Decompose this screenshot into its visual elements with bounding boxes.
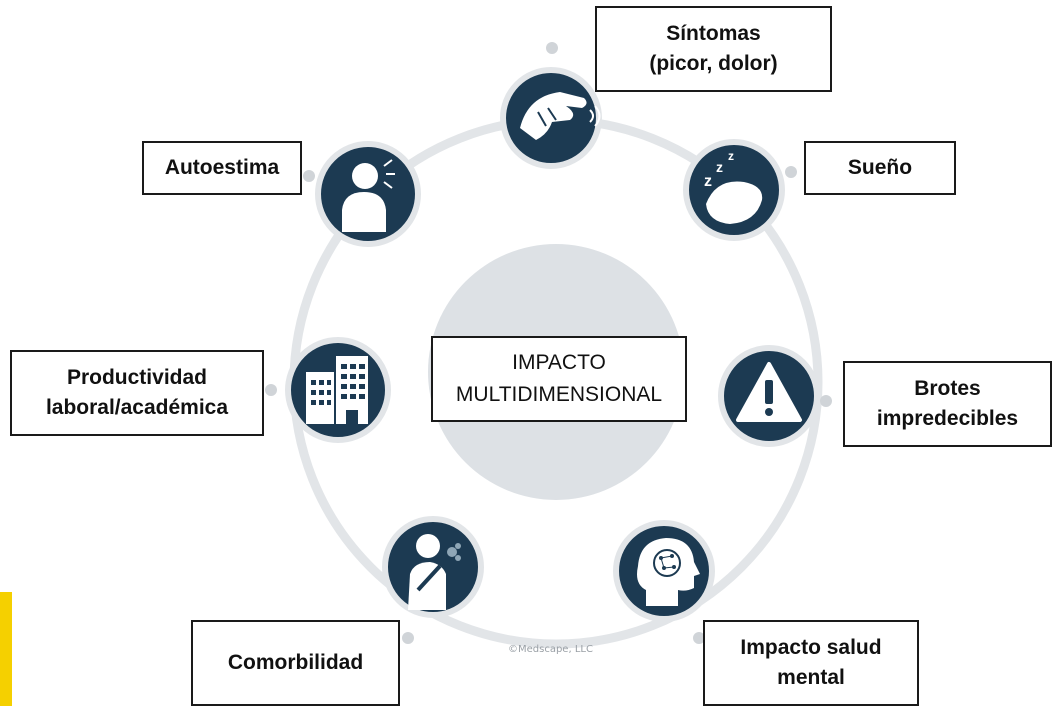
label-sueno: Sueño: [804, 141, 956, 195]
label-sintomas: Síntomas (picor, dolor): [595, 6, 832, 92]
svg-text:z: z: [716, 159, 723, 175]
warning-triangle-icon: [736, 362, 802, 422]
label-comorbilidad: Comorbilidad: [191, 620, 400, 706]
connector-dot-productividad: [265, 384, 277, 396]
hand-scratching-icon: [520, 92, 601, 140]
connector-dot-sueno: [785, 166, 797, 178]
node-sueno: z z z: [683, 139, 785, 241]
connector-dot-salud-mental: [693, 632, 705, 644]
svg-text:z: z: [704, 173, 712, 190]
node-salud-mental: [613, 520, 715, 622]
node-brotes: [718, 345, 820, 447]
image-credit: ©Medscape, LLC: [508, 644, 593, 655]
coughing-person-icon: [408, 534, 461, 610]
label-salud-mental: Impacto salud mental: [703, 620, 919, 706]
connector-dot-brotes: [820, 395, 832, 407]
label-productividad: Productividad laboral/académica: [10, 350, 264, 436]
pillow-sleep-icon: z z z: [704, 149, 763, 224]
node-productividad: [285, 337, 391, 443]
node-sintomas: [500, 67, 602, 169]
person-thinking-icon: [342, 159, 395, 232]
label-brotes: Brotes impredecibles: [843, 361, 1052, 447]
connector-dot-comorbilidad: [402, 632, 414, 644]
connector-dot-sintomas: [546, 42, 558, 54]
office-buildings-icon: [306, 356, 368, 424]
accent-bar: [0, 592, 12, 706]
svg-text:z: z: [728, 149, 734, 163]
connector-dot-autoestima: [303, 170, 315, 182]
node-autoestima: [315, 141, 421, 247]
label-autoestima: Autoestima: [142, 141, 302, 195]
center-label: IMPACTO MULTIDIMENSIONAL: [431, 336, 687, 422]
brain-head-icon: [637, 538, 700, 606]
node-comorbilidad: [382, 516, 484, 618]
